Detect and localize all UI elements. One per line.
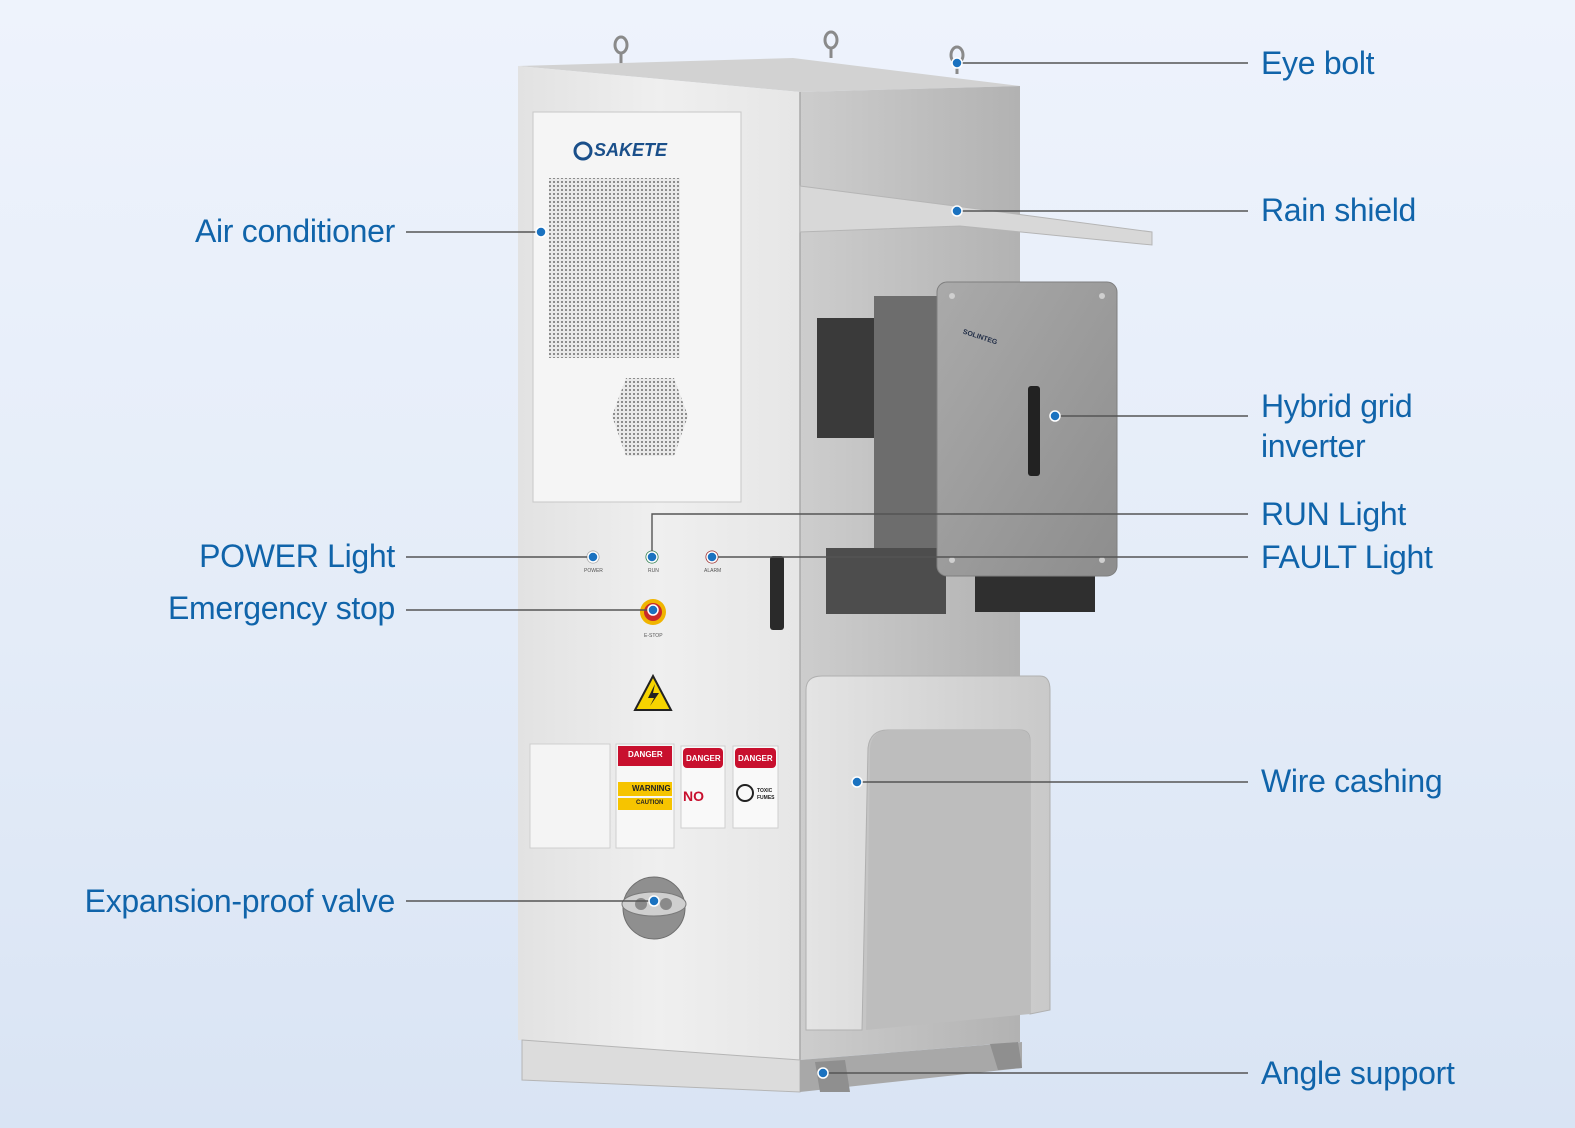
callout-power-light: POWER Light (199, 538, 395, 574)
callout-wire-cashing: Wire cashing (1261, 763, 1443, 799)
estop-panel-label: E-STOP (644, 633, 663, 639)
air-conditioner-unit (532, 111, 742, 503)
marker-dots (535, 57, 1061, 1079)
toxic-sticker-line2: FUMES (757, 795, 775, 801)
alarm-panel-label: ALARM (704, 568, 722, 574)
callout-rain-shield: Rain shield (1261, 192, 1417, 228)
callout-inverter-line1: Hybrid grid (1261, 388, 1413, 424)
marker-dot (648, 895, 660, 907)
callout-emergency-stop: Emergency stop (167, 590, 395, 626)
callout-inverter-line2: inverter (1261, 428, 1366, 464)
marker-dot (951, 205, 963, 217)
marker-dot (587, 551, 599, 563)
caution-sticker: CAUTION (636, 800, 664, 806)
marker-dot (535, 226, 547, 238)
inverter-bracket (817, 296, 1095, 614)
danger-sticker-1: DANGER (628, 750, 663, 759)
high-voltage-warning-icon (633, 673, 673, 711)
expansion-proof-valve (621, 876, 687, 940)
danger-sticker-3: DANGER (738, 754, 773, 763)
door-handle (770, 556, 784, 630)
callout-run-light: RUN Light (1261, 496, 1406, 532)
callout-fault-light: FAULT Light (1261, 539, 1433, 575)
leader-lines (406, 62, 1248, 1074)
callout-angle-support: Angle support (1261, 1055, 1455, 1091)
run-panel-label: RUN (648, 568, 659, 574)
callout-air-conditioner: Air conditioner (194, 213, 395, 249)
no-sticker: NO (683, 788, 704, 804)
marker-dot (1049, 410, 1061, 422)
warning-sticker: WARNING (632, 784, 671, 793)
cabinet-top (518, 58, 1020, 92)
marker-dot (851, 776, 863, 788)
callout-expansion-valve: Expansion-proof valve (84, 883, 396, 919)
marker-dot (706, 551, 718, 563)
power-panel-label: POWER (584, 568, 603, 574)
marker-dot (647, 604, 659, 616)
wire-cashing-cover (805, 675, 1051, 1031)
callout-eye-bolt: Eye bolt (1261, 45, 1375, 81)
danger-sticker-2: DANGER (686, 754, 721, 763)
marker-dot (817, 1067, 829, 1079)
label-stickers (529, 743, 779, 849)
toxic-sticker-line1: TOXIC (757, 788, 773, 794)
marker-dot (646, 551, 658, 563)
marker-dot (951, 57, 963, 69)
cabinet-logo: SAKETE (594, 140, 668, 160)
inverter-body (936, 281, 1118, 577)
